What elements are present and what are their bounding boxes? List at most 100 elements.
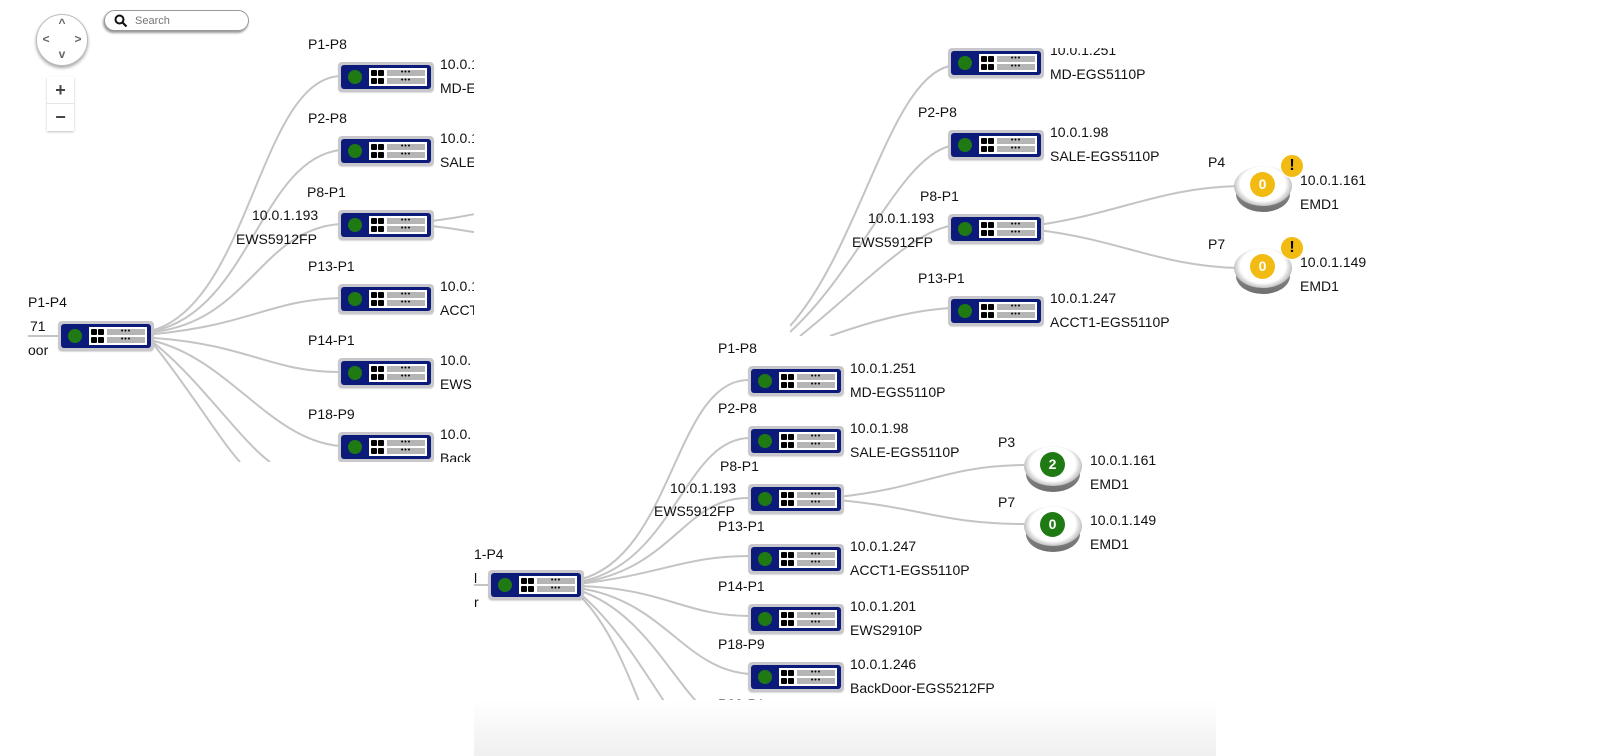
- port-panel: ••••••: [779, 550, 837, 568]
- sensor-node[interactable]: 0!: [1234, 236, 1304, 298]
- switch-icon: ••••••: [61, 324, 151, 348]
- status-led: [498, 578, 512, 592]
- sensor-node[interactable]: 2: [1024, 446, 1082, 496]
- switch-icon: ••••••: [341, 213, 431, 237]
- switch-node-root[interactable]: ••••••: [58, 321, 154, 351]
- switch-node[interactable]: ••••••: [748, 662, 844, 692]
- device-name-label: MD-EGS5110P: [440, 80, 474, 96]
- link: [577, 496, 751, 584]
- link: [431, 213, 474, 222]
- switch-icon: ••••••: [341, 435, 431, 459]
- ip-label: 10.0.1.193: [868, 210, 935, 226]
- pan-left-button[interactable]: <: [42, 32, 50, 46]
- port-label: P2-P8: [308, 110, 347, 126]
- device-name-label: BackDoor-EGS5212FP: [850, 680, 995, 696]
- pan-up-button[interactable]: ^: [58, 16, 66, 30]
- link: [790, 65, 951, 327]
- port-panel: ••••••: [519, 576, 577, 594]
- switch-node[interactable]: ••••••: [748, 544, 844, 574]
- ip-label: 10.0.1.247: [1050, 290, 1117, 306]
- ip-label: 10.0.1.193: [670, 480, 737, 496]
- switch-node[interactable]: ••••••: [948, 130, 1044, 160]
- search-box[interactable]: [104, 10, 249, 31]
- ip-label: 10.0.1.201: [850, 598, 917, 614]
- switch-node-hub[interactable]: ••••••: [338, 210, 434, 240]
- switch-icon: ••••••: [751, 547, 841, 571]
- link: [153, 223, 341, 333]
- port-label: P8-P1: [720, 458, 759, 474]
- zoom-out-button[interactable]: −: [47, 103, 74, 130]
- device-name-label: EMD1: [1090, 476, 1129, 492]
- port-panel: ••••••: [369, 142, 427, 160]
- device-name-label: ACCT1-EGS5110P: [1050, 314, 1170, 330]
- port-panel: ••••••: [89, 327, 147, 345]
- device-name-label: Back: [440, 450, 472, 462]
- switch-node[interactable]: ••••••: [338, 432, 434, 462]
- switch-icon: ••••••: [951, 133, 1041, 157]
- device-name-label: MD-EGS5110P: [1050, 66, 1146, 82]
- device-name-label: ACCT1-EGS5110P: [850, 562, 970, 578]
- alert-icon[interactable]: !: [1280, 236, 1304, 260]
- link: [577, 585, 751, 617]
- port-label: P18-P9: [718, 636, 765, 652]
- link: [153, 340, 341, 447]
- link: [153, 337, 341, 373]
- switch-node[interactable]: ••••••: [748, 366, 844, 396]
- port-label: P7: [998, 494, 1016, 510]
- switch-node[interactable]: ••••••: [338, 358, 434, 388]
- switch-icon: ••••••: [751, 429, 841, 453]
- link-layer: [28, 75, 474, 462]
- root-port-label: 1-P4: [474, 546, 504, 562]
- sensor-node[interactable]: 0!: [1234, 154, 1304, 216]
- port-label: P7: [1208, 236, 1226, 252]
- port-panel: ••••••: [979, 302, 1037, 320]
- status-led: [348, 218, 362, 232]
- device-name-label: EMD1: [1300, 196, 1339, 212]
- zoom-in-button[interactable]: +: [55, 80, 66, 100]
- device-name-label: MD-EGS5110P: [850, 384, 946, 400]
- search-input[interactable]: [135, 13, 240, 28]
- ip-label: 10.0.: [440, 426, 472, 442]
- switch-node[interactable]: ••••••: [948, 48, 1044, 78]
- switch-icon: ••••••: [491, 573, 581, 597]
- port-panel: ••••••: [369, 364, 427, 382]
- pan-down-button[interactable]: v: [58, 47, 66, 61]
- switch-node-hub[interactable]: ••••••: [948, 214, 1044, 244]
- switch-node-hub[interactable]: ••••••: [748, 484, 844, 514]
- switch-node[interactable]: ••••••: [948, 296, 1044, 326]
- switch-node[interactable]: ••••••: [338, 136, 434, 166]
- device-name-label: SALE-EGS5110P: [1050, 148, 1160, 164]
- status-led: [758, 552, 772, 566]
- switch-icon: ••••••: [751, 607, 841, 631]
- port-panel: ••••••: [369, 216, 427, 234]
- port-label: P8-P1: [920, 188, 959, 204]
- port-label: P2-P8: [918, 104, 957, 120]
- link: [153, 297, 341, 335]
- device-name-label: SALE-EGS5110P: [850, 444, 960, 460]
- switch-node[interactable]: ••••••: [338, 62, 434, 92]
- switch-node[interactable]: ••••••: [748, 426, 844, 456]
- pan-control[interactable]: ^ < > v: [36, 14, 88, 66]
- panel-footer-shade: [474, 700, 1216, 756]
- ip-label: 10.0.1.251: [850, 360, 917, 376]
- link: [837, 464, 1025, 498]
- switch-icon: ••••••: [951, 217, 1041, 241]
- switch-icon: ••••••: [951, 51, 1041, 75]
- port-panel: ••••••: [779, 610, 837, 628]
- sensor-node[interactable]: 0: [1024, 506, 1082, 556]
- port-panel: ••••••: [779, 490, 837, 508]
- pan-right-button[interactable]: >: [74, 32, 82, 46]
- search-icon: [114, 14, 128, 28]
- switch-node[interactable]: ••••••: [338, 284, 434, 314]
- link: [577, 587, 751, 675]
- link: [577, 555, 751, 585]
- port-label: P18-P9: [308, 406, 355, 422]
- port-panel: ••••••: [779, 668, 837, 686]
- switch-node[interactable]: ••••••: [748, 604, 844, 634]
- ip-label: 10.0.1.161: [1300, 172, 1367, 188]
- switch-node-root[interactable]: ••••••: [488, 570, 584, 600]
- alert-icon[interactable]: !: [1280, 154, 1304, 178]
